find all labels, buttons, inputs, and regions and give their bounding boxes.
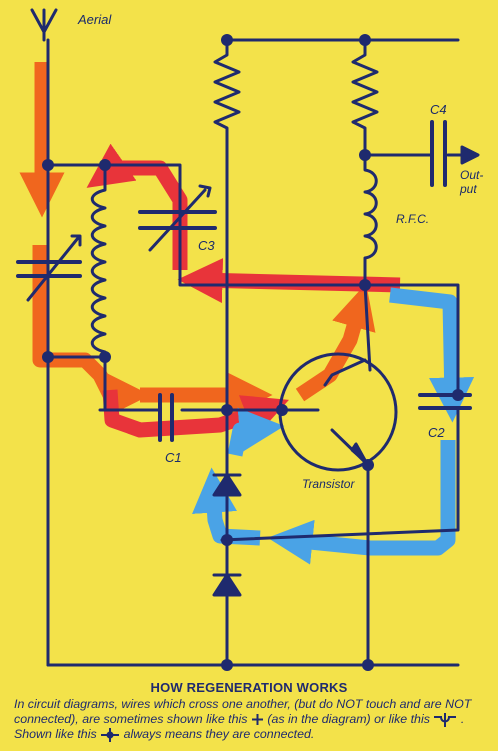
hop-crossing-icon [434,712,457,727]
label-output-1: Out- [460,168,484,182]
junction-dots [42,34,464,671]
caption-part3: . Shown like this [14,712,465,741]
plus-crossing-icon [251,714,263,726]
caption-body: In circuit diagrams, wires which cross o… [14,697,492,742]
label-output-2: put [460,182,477,196]
label-c3: C3 [198,238,215,253]
label-aerial: Aerial [78,12,112,27]
label-c2: C2 [428,425,445,440]
caption-part1: In circuit diagrams, wires which cross o… [14,697,472,726]
label-c4: C4 [430,102,447,117]
circuit-diagram [16,8,480,671]
caption-title: HOW REGENERATION WORKS [150,680,348,695]
caption: HOW REGENERATION WORKS In circuit diagra… [0,678,498,751]
caption-part2: (as in the diagram) or like this [267,712,430,726]
dot-junction-icon [101,727,120,742]
label-c1: C1 [165,450,182,465]
circuit-wires [16,8,480,667]
label-rfc: R.F.C. [396,212,430,226]
signal-arrows-blue [192,287,475,565]
label-transistor: Transistor [302,477,355,491]
caption-part4: always means they are connected. [123,727,315,741]
